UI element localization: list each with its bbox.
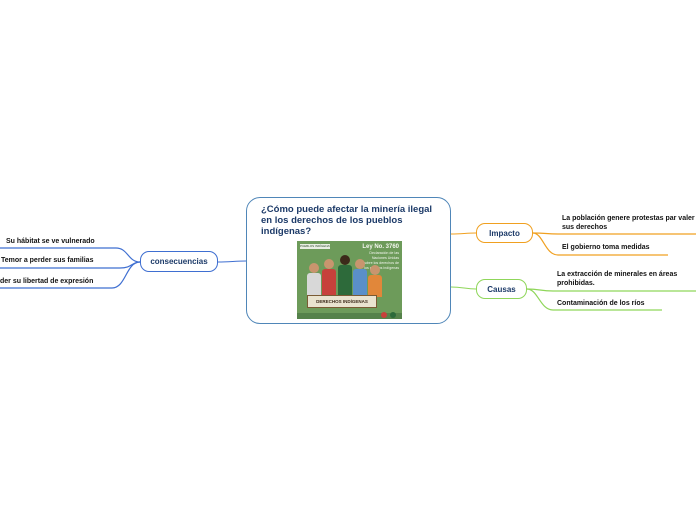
- branch-consecuencias[interactable]: consecuencias: [140, 251, 218, 272]
- central-topic[interactable]: ¿Cómo puede afectar la minería ilegal en…: [246, 197, 451, 324]
- poster-footer: [297, 313, 402, 319]
- link-central-consecuencias: [217, 260, 247, 263]
- link-central-impacto: [450, 232, 477, 235]
- poster-law-line: sobre los derechos de: [363, 261, 399, 265]
- central-topic-title: ¿Cómo puede afectar la minería ilegal en…: [261, 204, 433, 237]
- poster-law-number: Ley No. 3760: [362, 244, 399, 250]
- link-consecuencias-1: [0, 247, 141, 263]
- poster-law-line: Naciones Unidas: [371, 256, 399, 260]
- leaf-impacto-protestas[interactable]: La población genere protestas par valer …: [562, 215, 695, 231]
- poster-tag: PUEBLOS INDÍGENAS: [300, 244, 330, 249]
- link-impacto-2: [532, 232, 668, 256]
- poster-image: PUEBLOS INDÍGENAS Ley No. 3760 Declaraci…: [297, 241, 402, 319]
- leaf-consecuencias-habitat[interactable]: Su hábitat se ve vulnerado: [6, 238, 95, 245]
- logo-icon: [390, 312, 396, 318]
- logo-icon: [381, 312, 387, 318]
- leaf-causas-contaminacion[interactable]: Contaminación de los ríos: [557, 300, 645, 307]
- branch-causas[interactable]: Causas: [476, 279, 527, 299]
- poster-law-line: los pueblos indígenas: [364, 266, 399, 270]
- link-causas-1: [526, 288, 696, 292]
- leaf-causas-extraccion[interactable]: La extracción de minerales en áreas proh…: [557, 271, 678, 287]
- branch-impacto[interactable]: Impacto: [476, 223, 533, 243]
- poster-banner: DERECHOS INDÍGENAS: [307, 295, 377, 308]
- leaf-consecuencias-familias[interactable]: Temor a perder sus familias: [1, 257, 94, 264]
- poster-law-line: Declaración de las: [369, 251, 399, 255]
- link-impacto-1: [532, 232, 696, 235]
- link-consecuencias-3: [0, 261, 141, 289]
- poster-law-text: Ley No. 3760 Declaración de las Naciones…: [349, 244, 399, 271]
- link-central-causas: [450, 286, 477, 290]
- link-causas-2: [526, 288, 662, 311]
- leaf-impacto-gobierno[interactable]: El gobierno toma medidas: [562, 244, 650, 251]
- leaf-consecuencias-libertad[interactable]: der su libertad de expresión: [0, 278, 94, 285]
